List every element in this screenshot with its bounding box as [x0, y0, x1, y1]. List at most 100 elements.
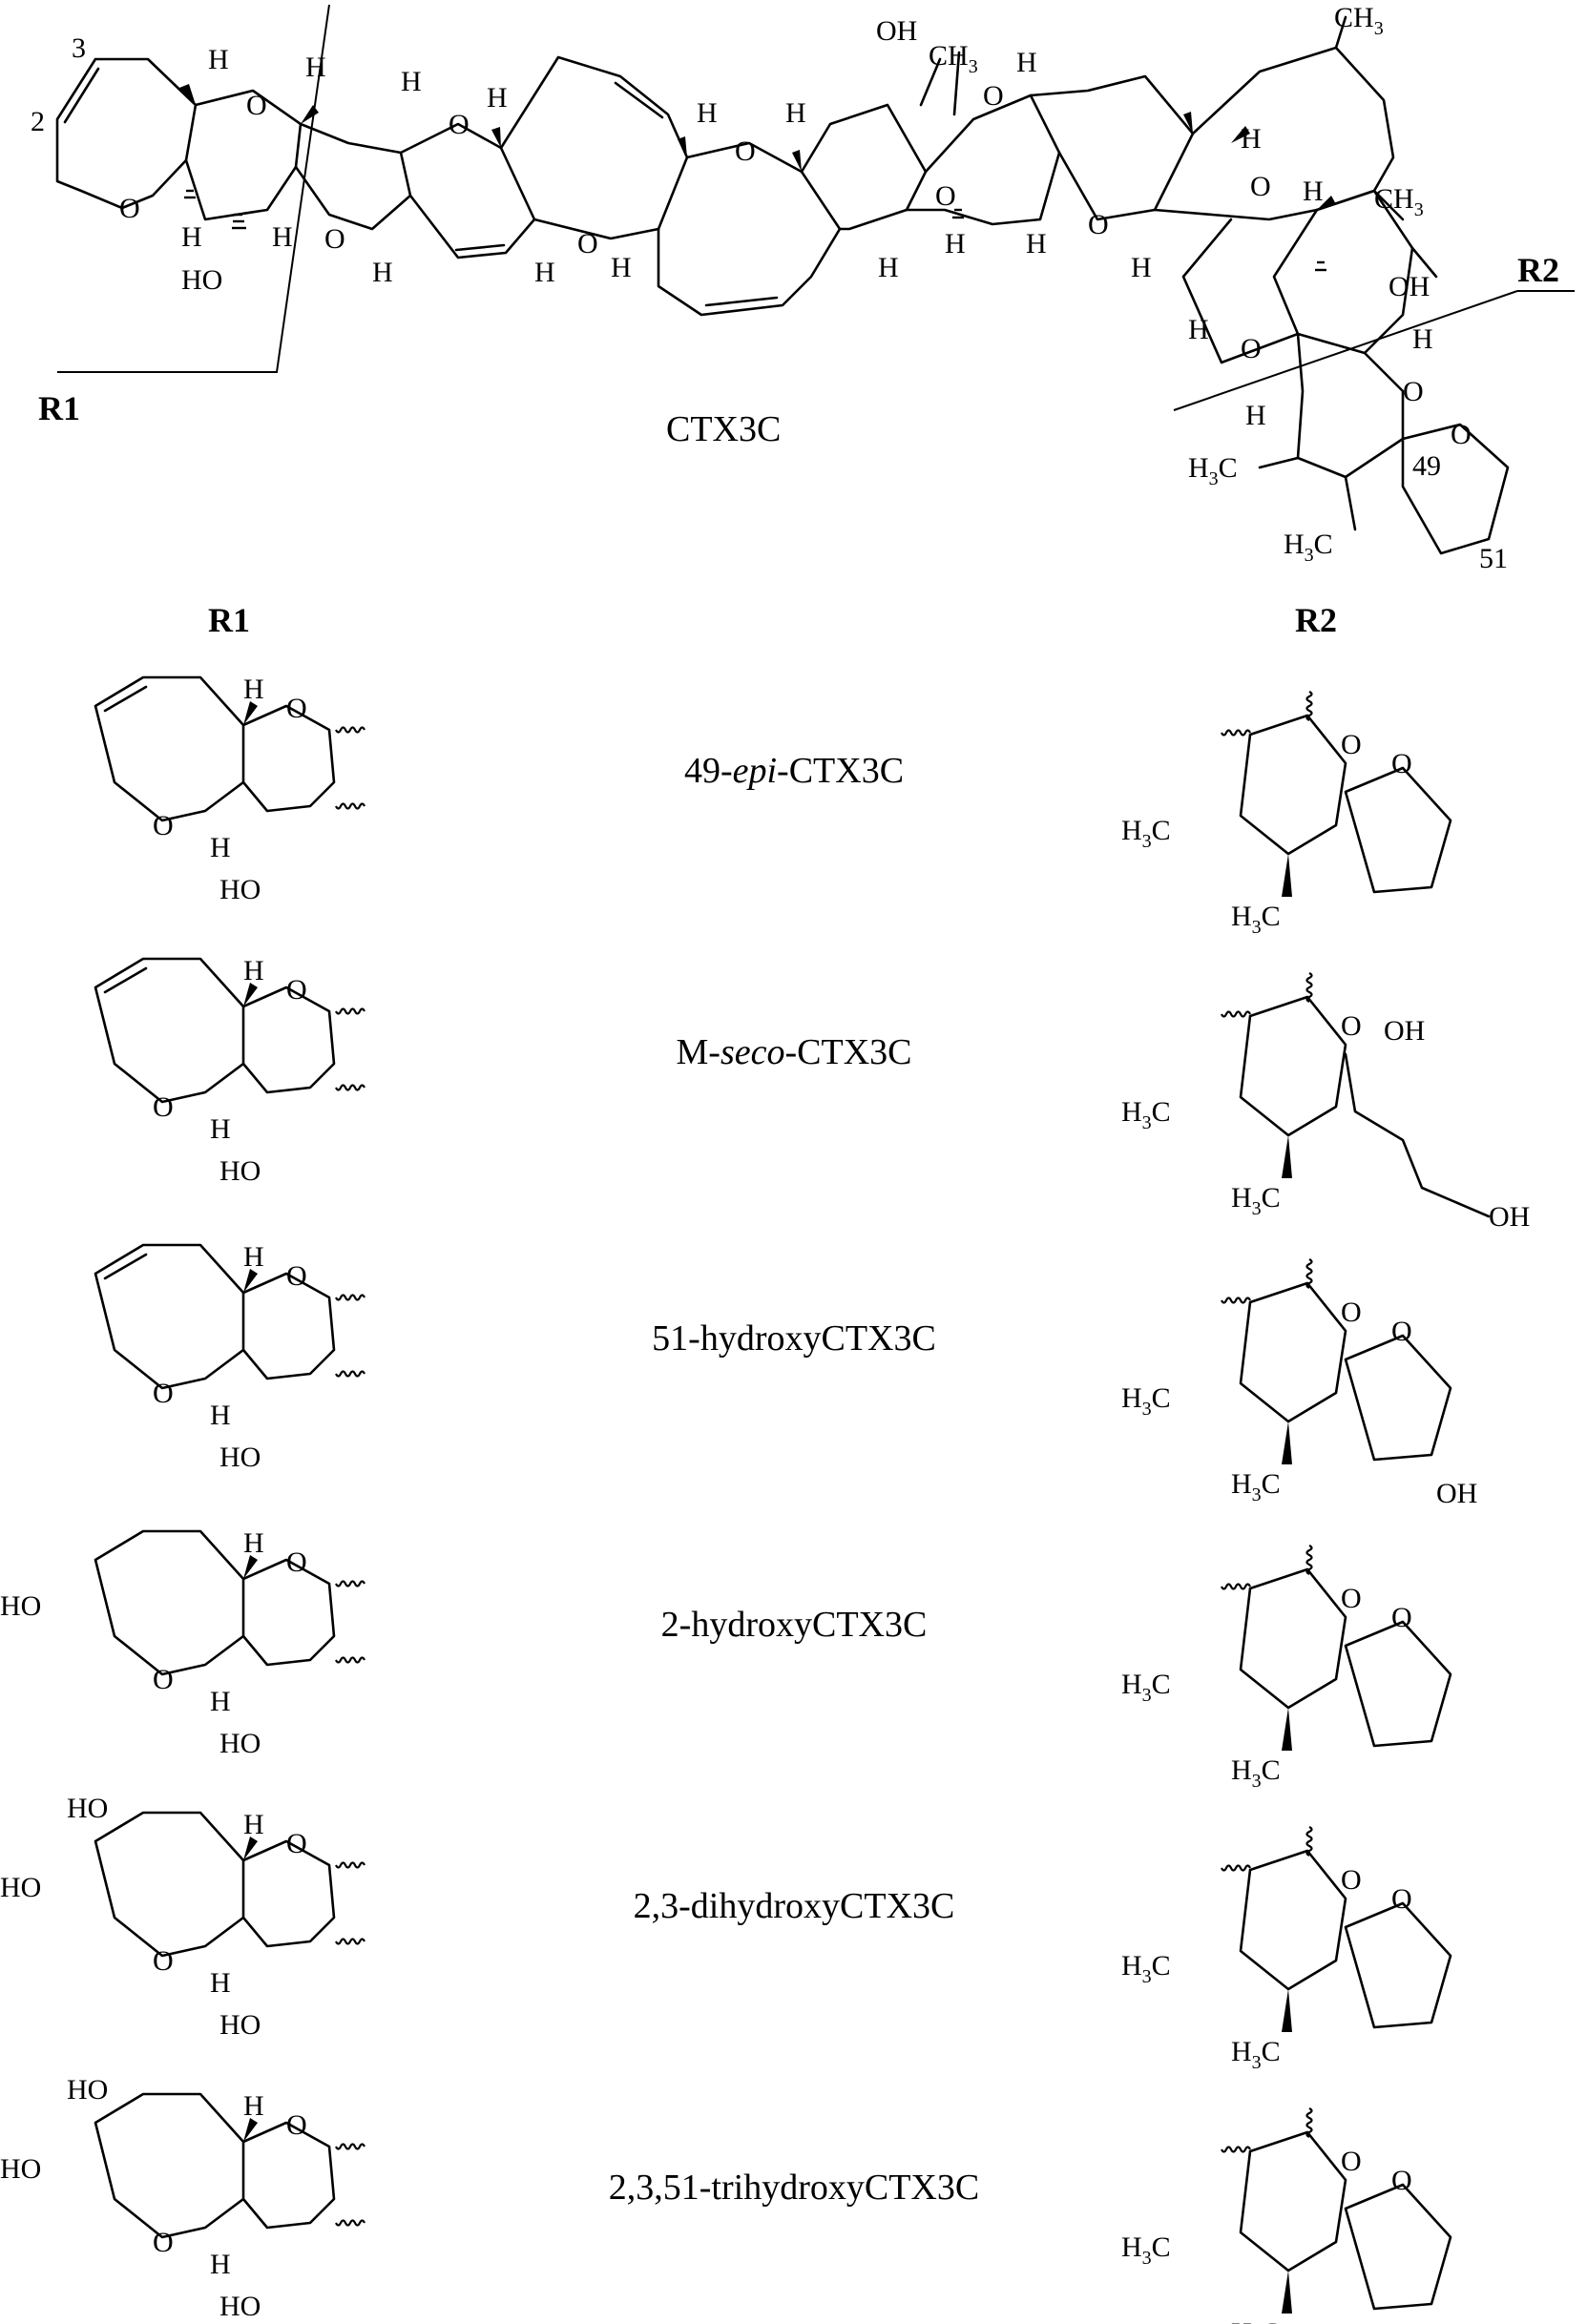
hydroxyl-label: OH [1436, 1478, 1477, 1509]
bond [1239, 714, 1347, 856]
wavy-bond [1221, 1297, 1251, 1304]
bond [1239, 1849, 1347, 1991]
stereo-hydrogen: H [210, 1686, 231, 1717]
wedge-bond [1282, 1421, 1292, 1464]
stereo-hydrogen: H [1245, 400, 1266, 431]
column-header-r1: R1 [208, 601, 250, 639]
bond [94, 1243, 245, 1390]
ring-oxygen: O [153, 1378, 174, 1409]
methyl-label: H3C [1121, 1382, 1171, 1420]
hydroxyl-label: HO [0, 1590, 41, 1622]
wavy-bond [335, 726, 365, 734]
stereo-hydrogen: H [372, 257, 393, 288]
methyl-label: H3C [1231, 1182, 1281, 1219]
bond [103, 685, 148, 713]
methyl-label: H3C [1231, 2317, 1281, 2324]
wavy-bond [1221, 1010, 1251, 1018]
ring-oxygen: O [153, 810, 174, 841]
hydroxyl-label: HO [219, 1155, 261, 1187]
stereo-hydrogen: H [243, 674, 264, 705]
stereo-hydrogen: H [697, 97, 718, 129]
ring-oxygen: O [735, 135, 756, 167]
ring-oxygen: O [1341, 1583, 1362, 1614]
compound-name: M-seco-CTX3C [677, 1032, 912, 1072]
compound-name: 2,3,51-trihydroxyCTX3C [609, 2168, 979, 2208]
ring-oxygen: O [449, 109, 470, 140]
compound-name-parent: CTX3C [666, 409, 781, 449]
ring-oxygen: O [983, 80, 1004, 112]
methyl-label: H3C [1231, 901, 1281, 938]
ring-oxygen: O [1391, 2165, 1412, 2196]
wavy-bond [335, 1007, 365, 1015]
stereo-hydrogen: H [1188, 314, 1209, 345]
hydroxyl-label: HO [0, 1872, 41, 1903]
stereo-hydrogen: H [1241, 123, 1262, 155]
wavy-bond [1305, 1826, 1313, 1857]
analog-rows: OOHHHO49-epi-CTX3CH3CH3COOOOHHHOM-seco-C… [0, 674, 1530, 2324]
wedge-bond [1282, 2271, 1292, 2314]
bond [1344, 1334, 1452, 1462]
bond [241, 986, 336, 1094]
r1-cut-label: R1 [38, 389, 80, 427]
stereo-hydrogen: H [243, 1527, 264, 1559]
compound-name: 2,3-dihydroxyCTX3C [634, 1886, 955, 1926]
stereo-hydrogen: H [210, 1400, 231, 1431]
stereo-hydrogen: H [272, 221, 293, 253]
hydroxyl-label: OH [1489, 1201, 1530, 1233]
bond [1344, 2183, 1452, 2311]
ring-oxygen: O [1341, 729, 1362, 760]
bond [1344, 1901, 1452, 2029]
bond [1239, 1281, 1347, 1423]
wedge-bond [1282, 1135, 1292, 1178]
wedge-bond [243, 1269, 258, 1293]
wavy-bond [1221, 1864, 1251, 1872]
stereo-hydrogen: H [611, 252, 632, 283]
hydroxyl-label: HO [219, 1728, 261, 1759]
ring-oxygen: O [1403, 376, 1424, 407]
stereo-hydrogen: H [1412, 323, 1433, 355]
bond [1239, 995, 1347, 1137]
bond [94, 2092, 245, 2239]
wavy-bond [1305, 972, 1313, 1003]
wavy-bond [1221, 2146, 1251, 2153]
r2-cut-label: R2 [1517, 251, 1559, 289]
stereo-hydrogen: H [210, 832, 231, 863]
wavy-bond [1221, 1583, 1251, 1590]
compound-name: 2-hydroxyCTX3C [661, 1605, 928, 1645]
bond [94, 957, 245, 1104]
stereo-hydrogen: H [210, 1967, 231, 1999]
wavy-bond [335, 2219, 365, 2227]
wedge-bond [1282, 1708, 1292, 1751]
wavy-bond [1305, 1258, 1313, 1289]
bond [94, 675, 245, 822]
wavy-bond [335, 1370, 365, 1378]
methyl-label: H3C [1121, 1096, 1171, 1133]
wedge-bond [243, 1836, 258, 1860]
bond [241, 2121, 336, 2230]
ring-oxygen: O [286, 1546, 307, 1578]
hydroxyl-label: HO [219, 2009, 261, 2041]
stereo-hydrogen: H [534, 257, 555, 288]
bond [1239, 1567, 1347, 1710]
hydroxyl-label: HO [181, 264, 222, 296]
stereo-hydrogen: H [243, 1809, 264, 1840]
stereo-hydrogen: H [1016, 47, 1037, 78]
stereo-hydrogen: H [243, 955, 264, 986]
wedge-bond [243, 1555, 258, 1579]
methyl-label: CH3 [1334, 2, 1384, 39]
wavy-bond [1221, 729, 1251, 737]
hydroxyl-label: HO [219, 874, 261, 905]
ring-oxygen: O [1341, 1297, 1362, 1328]
ring-oxygen: O [153, 1945, 174, 1977]
